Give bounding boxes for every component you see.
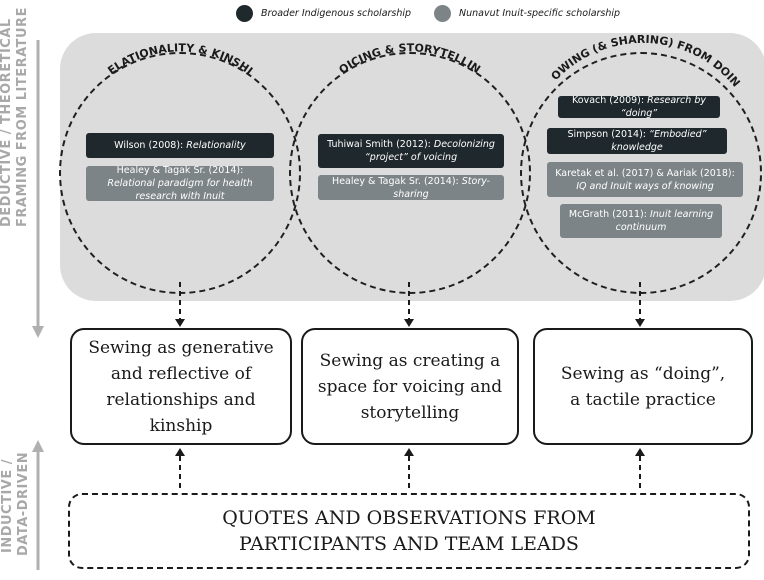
source-author: Karetak et al. (2017) & Aariak (2018): xyxy=(555,167,735,179)
legend-swatch-dark xyxy=(236,4,253,22)
source-author: Simpson (2014): xyxy=(567,129,650,140)
arrowhead-down-1 xyxy=(175,319,185,327)
source-tag-wilson: Wilson (2008): Relationality xyxy=(86,133,274,158)
legend-swatch-grey xyxy=(434,4,451,22)
source-tag-healey-story: Healey & Tagak Sr. (2014): Story-sharing xyxy=(318,175,504,200)
source-tag-mcgrath: McGrath (2011): Inuit learning continuum xyxy=(560,204,722,238)
data-source-box: QUOTES AND OBSERVATIONS FROM PARTICIPANT… xyxy=(68,493,750,569)
source-author: Wilson (2008): xyxy=(114,140,187,151)
source-note: Inuit learning continuum xyxy=(615,209,714,233)
finding-box-voicing: Sewing as creating a space for voicing a… xyxy=(301,328,519,445)
legend-inuit: Nunavut Inuit-specific scholarship xyxy=(434,4,620,22)
arrowhead-up-2 xyxy=(404,448,414,456)
legend-label: Broader Indigenous scholarship xyxy=(261,7,412,19)
legend-label: Nunavut Inuit-specific scholarship xyxy=(459,7,621,19)
source-note: Story-sharing xyxy=(393,175,490,200)
source-note: Relationality xyxy=(186,140,246,151)
source-author: McGrath (2011): xyxy=(568,209,650,220)
finding-box-doing: Sewing as “doing”, a tactile practice xyxy=(533,328,753,445)
finding-line: and reflective of xyxy=(110,363,252,384)
theme-titles: RELATIONALITY & KINSHIP VOICING & STORYT… xyxy=(0,0,743,89)
source-tag-healey-relational: Healey & Tagak Sr. (2014): Relational pa… xyxy=(86,165,274,202)
source-note: “Embodied” knowledge xyxy=(611,129,707,153)
finding-line: kinship xyxy=(149,415,213,436)
arrowhead-up-3 xyxy=(635,448,645,456)
source-author: Kovach (2009): xyxy=(572,95,648,106)
finding-line: Sewing as “doing”, xyxy=(560,363,726,384)
data-box-line: PARTICIPANTS AND TEAM LEADS xyxy=(239,533,579,555)
arrowhead-down-2 xyxy=(404,319,414,327)
finding-line: Sewing as generative xyxy=(88,337,274,358)
legend-broader: Broader Indigenous scholarship xyxy=(236,4,411,22)
source-tag-tuhiwai-smith: Tuhiwai Smith (2012): Decolonizing “proj… xyxy=(318,134,504,168)
source-note: Research by “doing” xyxy=(620,95,706,119)
source-tag-karetak-aariak: Karetak et al. (2017) & Aariak (2018): I… xyxy=(547,162,743,197)
finding-line: Sewing as creating a xyxy=(319,350,501,371)
finding-box-relationships: Sewing as generative and reflective of r… xyxy=(70,328,292,445)
side-arrows xyxy=(32,40,44,570)
deductive-arrow-head xyxy=(32,326,44,338)
source-note: Decolonizing “project” of voicing xyxy=(364,139,495,163)
finding-line: space for voicing and xyxy=(317,376,503,397)
finding-line: relationships and xyxy=(106,389,256,410)
source-author: Healey & Tagak Sr. (2014): xyxy=(332,175,462,187)
inductive-arrow-head xyxy=(32,440,44,452)
source-note: IQ and Inuit ways of knowing xyxy=(576,180,714,192)
finding-line: a tactile practice xyxy=(570,389,716,410)
data-box-line: QUOTES AND OBSERVATIONS FROM xyxy=(222,507,596,529)
arrowhead-up-1 xyxy=(175,448,185,456)
source-note: Relational paradigm for health research … xyxy=(107,178,253,202)
source-tag-simpson: Simpson (2014): “Embodied” knowledge xyxy=(547,128,727,154)
source-author: Healey & Tagak Sr. (2014): xyxy=(116,165,244,176)
arrowhead-down-3 xyxy=(635,319,645,327)
finding-line: storytelling xyxy=(360,402,460,423)
source-author: Tuhiwai Smith (2012): xyxy=(327,139,434,150)
source-tag-kovach: Kovach (2009): Research by “doing” xyxy=(558,95,720,119)
